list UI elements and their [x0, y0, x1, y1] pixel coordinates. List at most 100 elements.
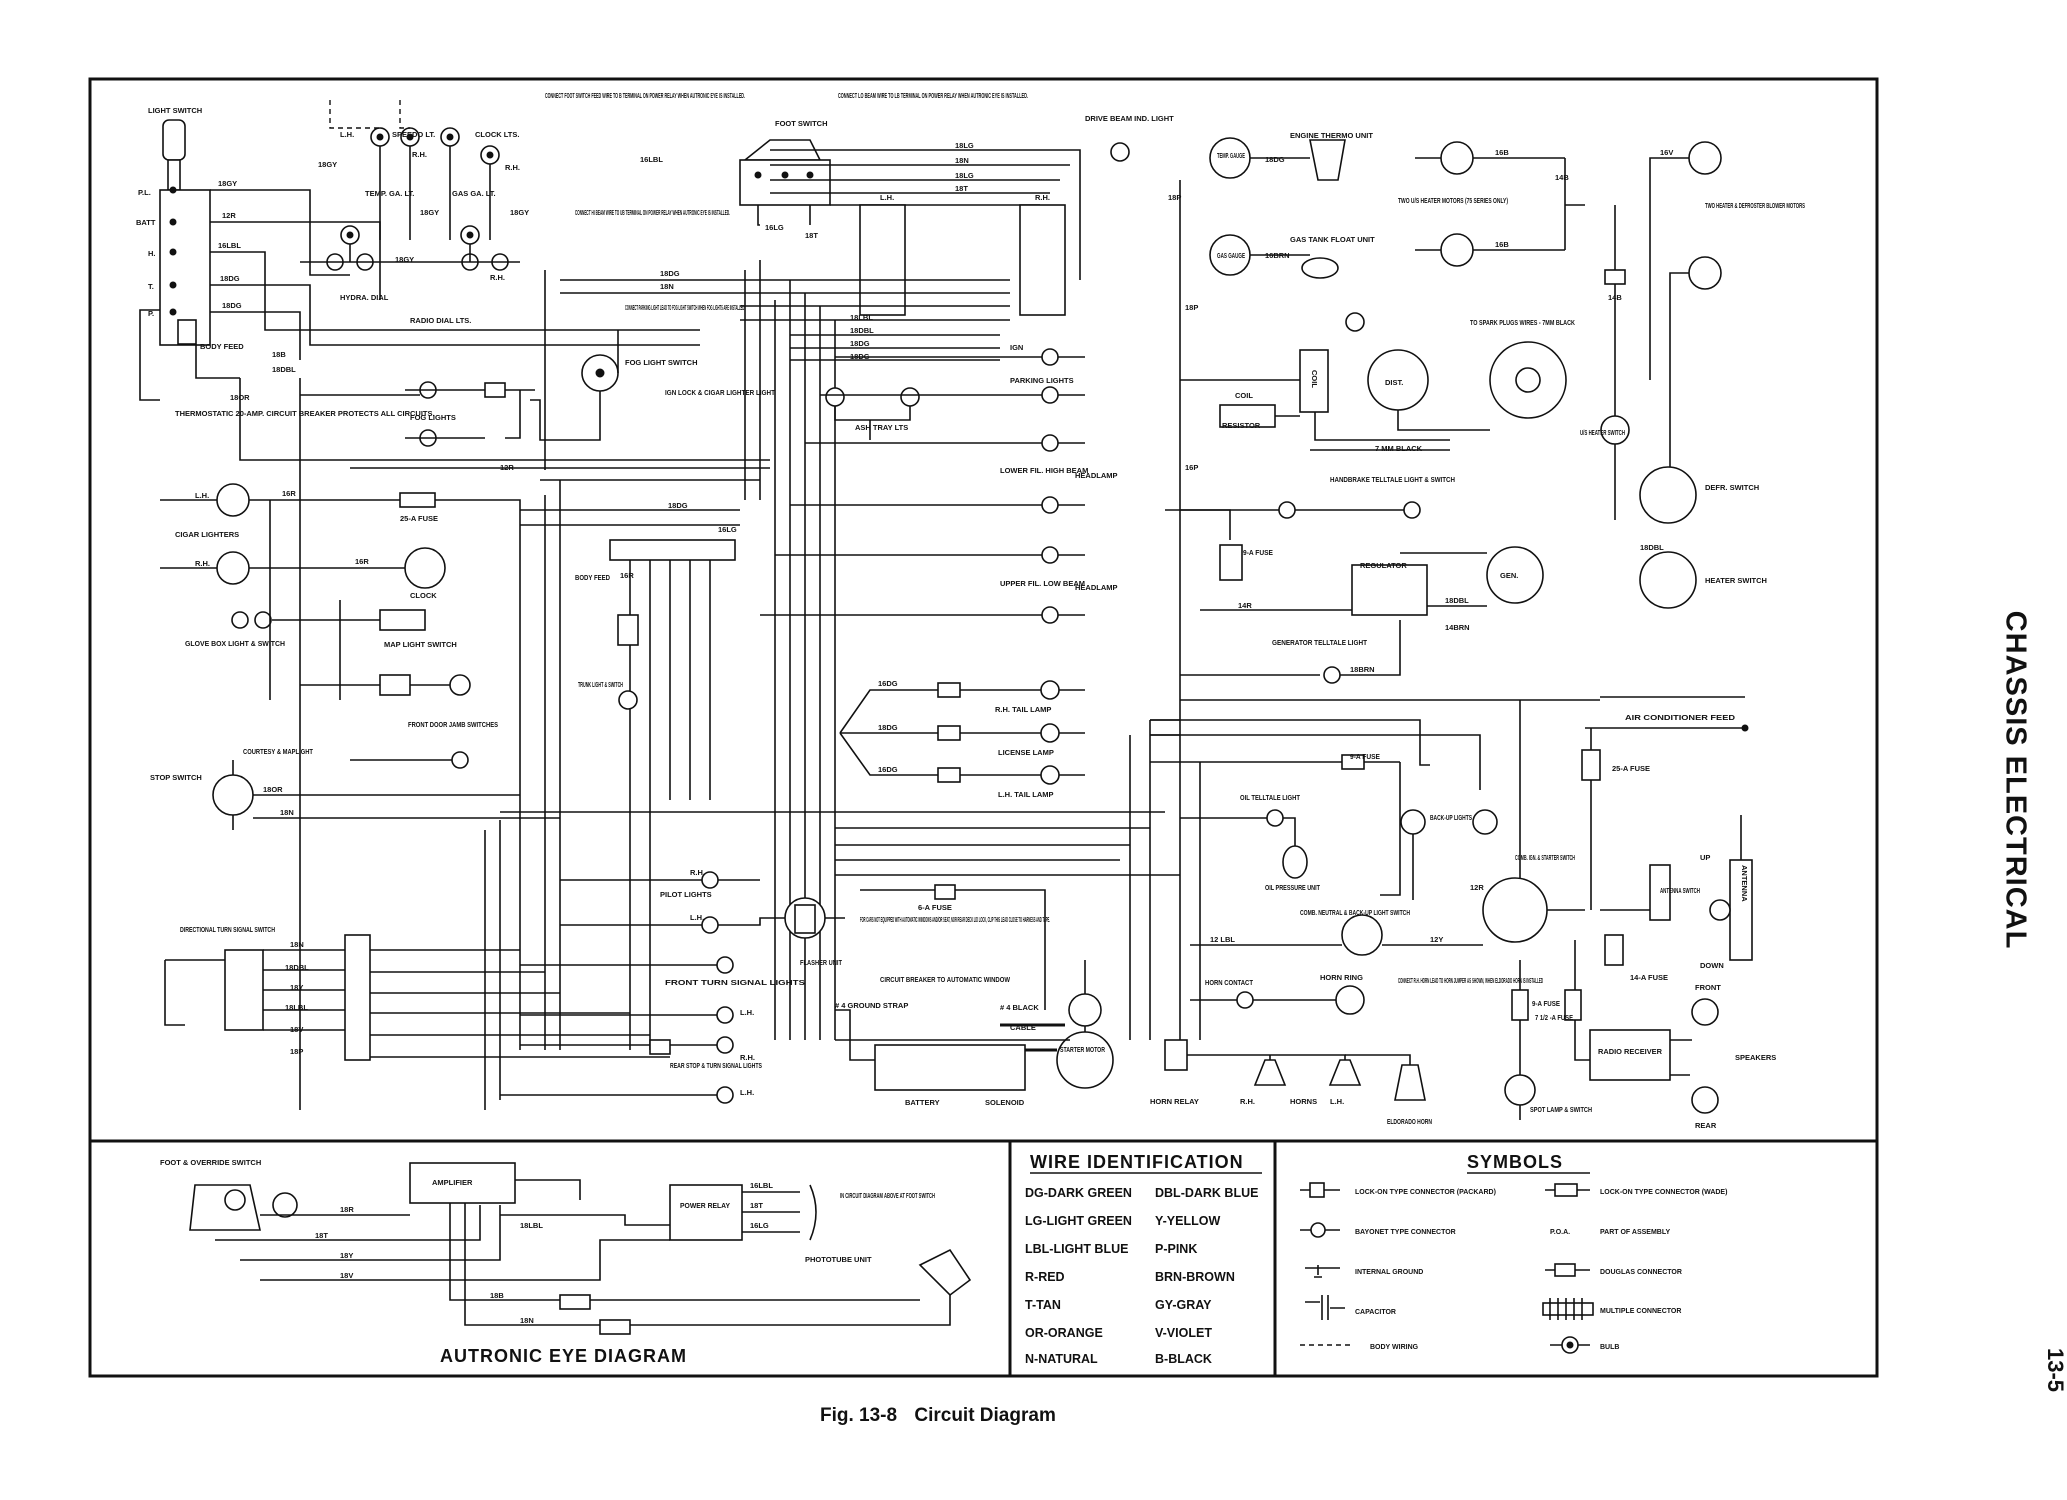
wire-18or-2: 18OR	[263, 785, 283, 794]
connect-hi-note: CONNECT HI BEAM WIRE TO UB TERMINAL ON P…	[575, 208, 730, 217]
wire-id-right-3: BRN-BROWN	[1155, 1270, 1235, 1284]
ignition-system	[1180, 341, 1567, 451]
wire-id-right-0: DBL-DARK BLUE	[1155, 1186, 1258, 1200]
poa-label: P.O.A.	[1550, 1229, 1570, 1236]
wire-id-right-1: Y-YELLOW	[1155, 1214, 1220, 1228]
7mm-black: 7 MM BLACK	[1375, 444, 1423, 453]
wire-18p-tr: 18P	[1168, 193, 1181, 202]
wire-16brn: 16BRN	[1265, 251, 1290, 260]
wire-16r-1: 16R	[282, 489, 296, 498]
wire-18p-tr2: 18P	[1185, 303, 1198, 312]
sym-right-0: LOCK-ON TYPE CONNECTOR (WADE)	[1600, 1189, 1727, 1196]
wire-18b-1: 18B	[272, 350, 286, 359]
starter-motor-label: STARTER MOTOR	[1060, 1045, 1105, 1054]
black4-label: # 4 BLACK	[1000, 1003, 1039, 1012]
stop-switch-label: STOP SWITCH	[150, 773, 202, 782]
front-speaker-label: FRONT	[1695, 983, 1721, 992]
glove-box-label: GLOVE BOX LIGHT & SWITCH	[185, 639, 285, 648]
wire-id-left-1: LG-LIGHT GREEN	[1025, 1214, 1132, 1228]
back-up-lights-label: BACK-UP LIGHTS	[1430, 813, 1472, 822]
wire-18n-h: 18N	[660, 282, 674, 291]
defr-switch-label: DEFR. SWITCH	[1705, 483, 1759, 492]
side-section-title-text: CHASSIS ELECTRICAL	[1999, 610, 2032, 950]
wire-id-left-6: N-NATURAL	[1025, 1352, 1098, 1366]
horns-rh: R.H.	[1240, 1097, 1255, 1106]
wire-18dg-2: 18DG	[222, 301, 242, 310]
connect-lo-note: CONNECT LO BEAM WIRE TO LB TERMINAL ON P…	[838, 91, 1028, 100]
autronic-eye	[189, 1162, 972, 1335]
speedo-lt-label: SPEEDO LT.	[392, 130, 435, 139]
wire-18n-ds: 18N	[290, 940, 304, 949]
wire-18gy-4: 18GY	[510, 208, 529, 217]
h-label: H.	[148, 249, 156, 258]
wire-14r-reg: 14R	[1238, 601, 1252, 610]
capacitor-icon	[1305, 1295, 1345, 1320]
wire-id-right-2: P-PINK	[1155, 1242, 1197, 1256]
wire-id-right-4: GY-GRAY	[1155, 1298, 1212, 1312]
horns	[1164, 985, 1426, 1101]
main-harness	[299, 149, 1081, 1110]
wire-12r-comb: 12R	[1470, 883, 1484, 892]
wire-18t-ae2: 18T	[315, 1231, 328, 1240]
foot-override-label: FOOT & OVERRIDE SWITCH	[160, 1158, 261, 1167]
side-section-title: CHASSIS ELECTRICAL	[1995, 600, 2035, 960]
cable-label: CABLE	[1010, 1023, 1036, 1032]
antenna-switch-label: ANTENNA SWITCH	[1660, 886, 1700, 895]
left-accessories	[160, 483, 560, 830]
horns-label: HORNS	[1290, 1097, 1317, 1106]
wire-16lg-ae: 16LG	[750, 1221, 769, 1230]
sym-right-2: DOUGLAS CONNECTOR	[1600, 1269, 1682, 1276]
wire-14brn-reg: 14BRN	[1445, 623, 1470, 632]
radio-receiver-label: RADIO RECEIVER	[1598, 1047, 1663, 1056]
wire-16lbl-ae: 16LBL	[750, 1181, 773, 1190]
right-trunk	[500, 180, 1600, 1040]
sym-right-3: MULTIPLE CONNECTOR	[1600, 1308, 1681, 1315]
lh-tail-label: L.H. TAIL LAMP	[998, 790, 1054, 799]
ground-strap-label: # 4 GROUND STRAP	[835, 1001, 908, 1010]
wire-18brn-reg: 18BRN	[1350, 665, 1375, 674]
rear-stop-label: REAR STOP & TURN SIGNAL LIGHTS	[670, 1061, 762, 1070]
wire-16b-1: 16B	[1495, 148, 1509, 157]
fog-light-switch	[405, 330, 619, 447]
light-switch: LIGHT SWITCH P.L. BATT H. T. P.	[136, 106, 211, 346]
wire-18dg-c: 18DG	[668, 501, 688, 510]
fog-lights-label: FOG LIGHTS	[410, 413, 456, 422]
connect-rh-horn-note: CONNECT R.H. HORN LEAD TO HORN JUMPER AS…	[1398, 976, 1543, 985]
wire-18gy-2: 18GY	[318, 160, 337, 169]
fuse-14a-label: 14-A FUSE	[1630, 973, 1668, 982]
wire-12y: 12Y	[1430, 935, 1443, 944]
wire-id-left-0: DG-DARK GREEN	[1025, 1186, 1132, 1200]
body-feed-label: BODY FEED	[200, 342, 244, 351]
wire-16dg-t1: 16DG	[878, 679, 898, 688]
wire-14b-1: 14B	[1555, 173, 1569, 182]
wire-18t-fs: 18T	[805, 231, 818, 240]
wire-18b-ae: 18B	[490, 1291, 504, 1300]
wire-18lbl-ds: 18LBL	[285, 1003, 308, 1012]
horn-relay-label: HORN RELAY	[1150, 1097, 1199, 1106]
license-lamp-label: LICENSE LAMP	[998, 748, 1054, 757]
sym-left-4: BODY WIRING	[1370, 1344, 1419, 1351]
wire-12r-main: 12R	[500, 463, 514, 472]
circuit-breaker-label: CIRCUIT BREAKER TO AUTOMATIC WINDOW	[880, 975, 1011, 984]
wire-18p-ds: 18P	[290, 1047, 303, 1056]
autronic-eye-title: AUTRONIC EYE DIAGRAM	[440, 1346, 687, 1366]
wire-16r-2: 16R	[355, 557, 369, 566]
connect-foot-note: CONNECT FOOT SWITCH FEED WIRE TO B TERMI…	[545, 91, 745, 100]
wire-id-title: WIRE IDENTIFICATION	[1030, 1152, 1244, 1172]
wire-16lbl-1: 16LBL	[218, 241, 241, 250]
wire-18lbl-ae: 18LBL	[520, 1221, 543, 1230]
instrument-lights	[300, 100, 520, 271]
wire-18gy-1: 18GY	[218, 179, 237, 188]
wire-16dg-t3: 16DG	[878, 765, 898, 774]
hydra-dial-label: HYDRA. DIAL	[340, 293, 389, 302]
parking-lights-label: PARKING LIGHTS	[1010, 376, 1074, 385]
light-switch-label: LIGHT SWITCH	[148, 106, 202, 115]
wire-18dg-h2: 18DG	[850, 339, 870, 348]
wire-18gy-5: 18GY	[395, 255, 414, 264]
eldorado-horn-label: ELDORADO HORN	[1387, 1117, 1432, 1126]
turn-lh2: L.H.	[740, 1088, 754, 1097]
generator-label: GENERATOR TELLTALE LIGHT	[1272, 638, 1367, 647]
wire-18t-h: 18T	[955, 184, 968, 193]
figure-caption: Fig. 13-8 Circuit Diagram	[820, 1405, 1068, 1427]
wire-18r-ae: 18R	[340, 1205, 354, 1214]
